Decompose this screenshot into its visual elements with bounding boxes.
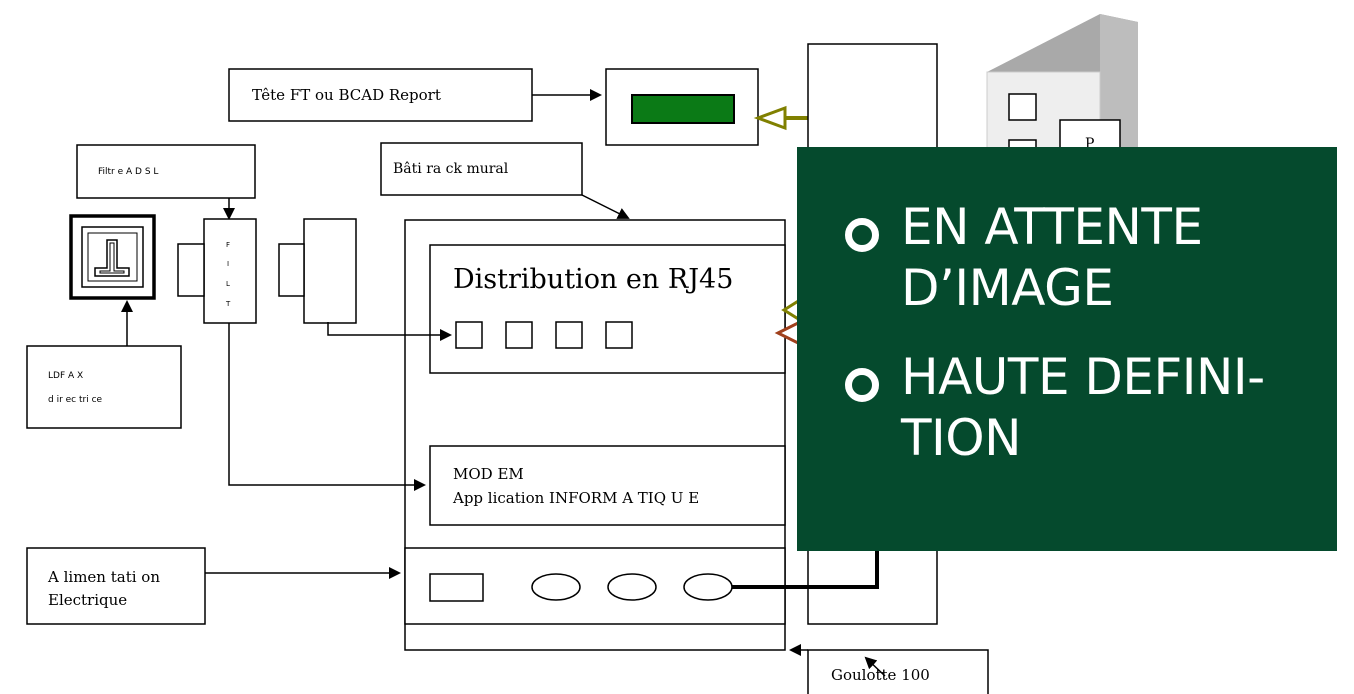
bati-rack-box bbox=[380, 142, 583, 196]
modem-label-2: App lication INFORM A TIQ U E bbox=[452, 489, 699, 507]
t-connector-icon bbox=[94, 239, 130, 277]
rj45-port-4 bbox=[605, 321, 633, 349]
ldf-label-2: d ir ec tri ce bbox=[48, 395, 103, 405]
alim-label-2: Electrique bbox=[48, 591, 127, 609]
overlay-item-1-line-2: D’IMAGE bbox=[901, 259, 1114, 317]
modem-label-1: MOD EM bbox=[453, 465, 524, 483]
filter-device-plug bbox=[177, 243, 205, 297]
thick-power-cable bbox=[732, 550, 879, 589]
tete-ft-label: Tête FT ou BCAD Report bbox=[252, 86, 441, 104]
server-slot-1 bbox=[1008, 93, 1037, 121]
plug-device-tab bbox=[278, 243, 305, 297]
rj45-port-2 bbox=[505, 321, 533, 349]
filtre-adsl-box bbox=[76, 144, 256, 199]
distribution-panel bbox=[429, 244, 786, 374]
ldf-box bbox=[26, 345, 182, 429]
ldf-label-1: LDF A X bbox=[48, 371, 83, 381]
alim-label-1: A limen tati on bbox=[47, 568, 160, 586]
filter-device bbox=[203, 218, 257, 324]
rj45-port-3 bbox=[555, 321, 583, 349]
olive-arrowhead bbox=[753, 105, 787, 131]
rj45-port-1 bbox=[455, 321, 483, 349]
goulotte-label: Goulotte 100 bbox=[831, 666, 930, 684]
arrow-bati-to-rack bbox=[581, 194, 630, 219]
alimentation-box bbox=[26, 547, 206, 625]
connector-filter-to-modem bbox=[228, 323, 426, 491]
filt-letter-f: F bbox=[226, 241, 230, 249]
server-side bbox=[1100, 14, 1138, 150]
overlay-item-2-line-1: HAUTE DEFINI- bbox=[901, 348, 1265, 406]
bullet-icon bbox=[845, 218, 879, 252]
connector-plug-to-rj45 bbox=[327, 322, 452, 341]
power-switch bbox=[429, 573, 484, 602]
green-display bbox=[631, 94, 735, 124]
distribution-label: Distribution en RJ45 bbox=[453, 264, 733, 295]
overlay-item-1-line-1: EN ATTENTE bbox=[901, 198, 1203, 256]
filt-letter-l: L bbox=[226, 280, 230, 288]
power-outlet-2 bbox=[607, 573, 657, 601]
server-panel-p bbox=[1059, 119, 1121, 153]
filt-letter-t: T bbox=[225, 300, 231, 308]
overlay-item-2: HAUTE DEFINI-TION bbox=[845, 347, 1317, 469]
power-outlet-1 bbox=[531, 573, 581, 601]
filt-letter-i: I bbox=[227, 260, 229, 268]
overlay-item-2-text: HAUTE DEFINI-TION bbox=[901, 347, 1265, 469]
overlay-item-2-line-2: TION bbox=[901, 409, 1022, 467]
arrow-goulotte-up bbox=[864, 656, 886, 677]
modem-panel bbox=[429, 445, 786, 526]
filtre-adsl-label: Filtr e A D S L bbox=[98, 167, 158, 177]
bullet-icon bbox=[845, 368, 879, 402]
t-connector-inner bbox=[99, 242, 125, 274]
server-p-label: P bbox=[1085, 136, 1094, 152]
tete-ft-box bbox=[228, 68, 533, 122]
bati-rack-label: Bâti ra ck mural bbox=[393, 161, 509, 177]
power-outlet-3 bbox=[683, 573, 733, 601]
goulotte-box bbox=[807, 649, 989, 694]
plug-device bbox=[303, 218, 357, 324]
overlay-gap bbox=[845, 319, 1317, 347]
